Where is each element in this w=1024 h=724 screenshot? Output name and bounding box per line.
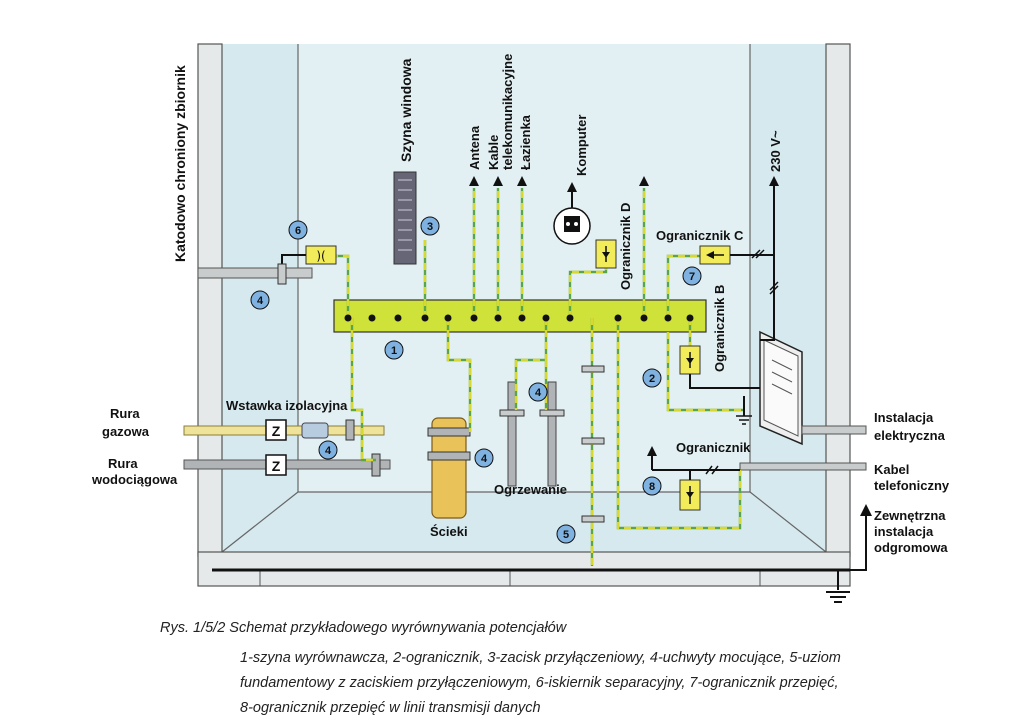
marker-4c: 4 — [474, 448, 494, 468]
surge-arrester-data — [679, 479, 701, 511]
caption-line-2: fundamentowy z zaciskiem przyłączeniowym… — [240, 675, 839, 691]
label-komputer: Komputer — [574, 115, 589, 176]
marker-4b-label: 4 — [325, 445, 332, 457]
marker-4a: 4 — [250, 290, 270, 310]
label-ogr-c: Ogranicznik C — [656, 228, 744, 243]
marker-2: 2 — [642, 368, 662, 388]
label-katodowo: Katodowo chroniony zbiornik — [172, 65, 188, 262]
label-zewn-2: instalacja — [874, 524, 934, 539]
insulating-insert — [301, 422, 329, 439]
label-lazienka: Łazienka — [518, 114, 533, 170]
marker-7-label: 7 — [689, 271, 695, 283]
label-ogr-d: Ogranicznik D — [618, 203, 633, 290]
svg-text:)(: )( — [316, 249, 325, 263]
label-kabel-tel-1: Kabel — [874, 462, 909, 477]
marker-8-label: 8 — [649, 481, 655, 493]
gas-meter-z — [265, 419, 287, 441]
marker-4c-label: 4 — [481, 453, 488, 465]
right-wall — [825, 43, 851, 557]
marker-7: 7 — [682, 266, 702, 286]
label-rura-gazowa-1: Rura — [110, 406, 140, 421]
marker-5-label: 5 — [563, 529, 569, 541]
label-szyna-windowa: Szyna windowa — [398, 58, 414, 162]
label-ogrzewanie: Ogrzewanie — [494, 482, 567, 497]
label-ogr-b: Ogranicznik B — [712, 285, 727, 372]
caption-title: Rys. 1/5/2 Schemat przykładowego wyrówny… — [160, 620, 567, 636]
caption-line-3: 8-ogranicznik przepięć w linii transmisj… — [240, 700, 541, 716]
marker-6: 6 — [288, 220, 308, 240]
marker-4d: 4 — [528, 382, 548, 402]
caption-line-1: 1-szyna wyrównawcza, 2-ogranicznik, 3-za… — [240, 650, 841, 666]
electric-cable — [801, 425, 867, 435]
busbar-terminals — [344, 314, 694, 322]
label-inst-el-1: Instalacja — [874, 410, 934, 425]
marker-3-label: 3 — [427, 221, 433, 233]
sewage-pipe — [427, 417, 471, 519]
label-rura-wod-2: wodociągowa — [91, 472, 178, 487]
label-zewn-3: odgromowa — [874, 540, 948, 555]
surge-arrester-c — [699, 245, 731, 265]
phone-cable — [739, 462, 867, 471]
marker-2-label: 2 — [649, 373, 655, 385]
marker-4b: 4 — [318, 440, 338, 460]
marker-8: 8 — [642, 476, 662, 496]
marker-5: 5 — [556, 524, 576, 544]
label-telekom: telekomunikacyjne — [500, 54, 515, 170]
left-wall — [197, 43, 223, 557]
marker-1-label: 1 — [391, 345, 397, 357]
surge-arrester-d — [595, 239, 617, 269]
elevator-rail — [393, 171, 417, 265]
marker-4a-label: 4 — [257, 295, 264, 307]
marker-1: 1 — [384, 340, 404, 360]
water-z-label: Z — [272, 458, 281, 474]
computer-socket — [553, 182, 591, 245]
surge-arrester-b — [679, 345, 701, 375]
label-zewn-1: Zewnętrzna — [874, 508, 946, 523]
label-ogranicznik: Ogranicznik — [676, 440, 751, 455]
label-230v: 230 V~ — [768, 130, 783, 172]
water-pipe — [183, 459, 391, 470]
label-kable: Kable — [486, 135, 501, 170]
tank-pipe — [197, 267, 313, 279]
label-rura-gazowa-2: gazowa — [102, 424, 150, 439]
heating-pipes — [499, 381, 565, 487]
label-antena: Antena — [467, 125, 482, 170]
label-rura-wod-1: Rura — [108, 456, 138, 471]
back-wall — [298, 44, 750, 492]
earth-symbol — [826, 591, 850, 603]
marker-3: 3 — [420, 216, 440, 236]
marker-4d-label: 4 — [535, 387, 542, 399]
distribution-panel — [759, 330, 803, 446]
label-wstawka: Wstawka izolacyjna — [226, 398, 348, 413]
marker-6-label: 6 — [295, 225, 301, 237]
gas-z-label: Z — [272, 423, 281, 439]
label-inst-el-2: elektryczna — [874, 428, 946, 443]
label-kabel-tel-2: telefoniczny — [874, 478, 950, 493]
water-meter-z — [265, 454, 287, 476]
label-scieki: Ścieki — [430, 524, 468, 539]
